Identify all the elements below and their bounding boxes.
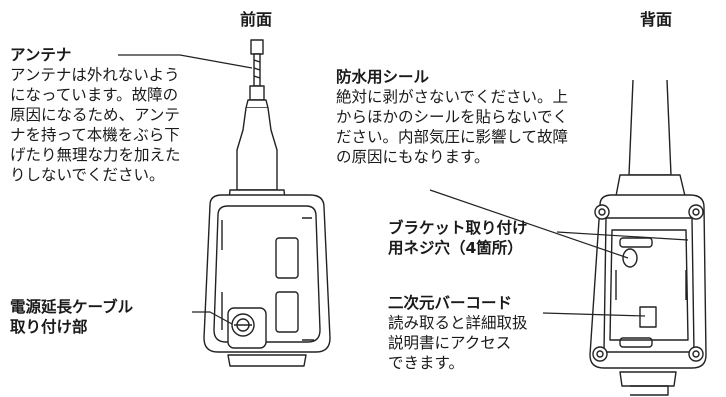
antenna-desc-line: アンテナは外れないよう xyxy=(10,66,180,84)
seal-desc-line: ださい。内部気圧に影響して故障 xyxy=(336,128,569,146)
back-antenna xyxy=(616,80,685,196)
seal-title: 防水用シール xyxy=(336,68,430,86)
antenna-desc-line: りしないでください。 xyxy=(10,166,165,184)
front-heading: 前面 xyxy=(240,10,273,29)
seal-desc-line: からほかのシールを貼らないでく xyxy=(336,108,569,126)
leader-lines xyxy=(118,55,688,324)
seal-desc-line: の原因にもなります。 xyxy=(336,148,490,166)
cable-label-line: 電源延長ケーブル xyxy=(10,298,134,316)
antenna-leader xyxy=(118,55,252,68)
front-device xyxy=(204,40,330,366)
cable-label-line: 取り付け部 xyxy=(10,318,88,336)
cable-label: 電源延長ケーブル 取り付け部 xyxy=(10,297,133,337)
barcode-title: 二次元バーコード xyxy=(388,294,513,312)
antenna-desc-line: になっています。故障の xyxy=(10,86,179,104)
antenna-desc-line: ナを持って本機をぶら下 xyxy=(10,126,180,144)
antenna-desc-line: げたり無理な力を加えた xyxy=(10,146,181,164)
back-device xyxy=(590,80,706,395)
bracket-label-line: 用ネジ穴（4箇所） xyxy=(388,239,523,257)
cable-leader xyxy=(192,312,232,324)
bracket-label: ブラケット取り付け 用ネジ穴（4箇所） xyxy=(388,218,528,258)
screw-holes xyxy=(593,205,703,361)
antenna-title: アンテナ xyxy=(10,46,72,64)
barcode-desc-line: できます。 xyxy=(388,354,464,372)
cable-connector xyxy=(228,308,266,348)
back-body xyxy=(590,195,706,395)
barcode-description: 読み取ると詳細取扱 説明書にアクセス できます。 xyxy=(388,313,528,373)
barcode-desc-line: 説明書にアクセス xyxy=(388,334,512,352)
front-body xyxy=(204,195,330,366)
antenna-description: アンテナは外れないよう になっています。故障の 原因になるため、アンテ ナを持っ… xyxy=(10,65,181,185)
barcode-desc-line: 読み取ると詳細取扱 xyxy=(388,314,528,332)
seal-description: 絶対に剥がさないでください。上 からほかのシールを貼らないでく ださい。内部気圧… xyxy=(336,87,568,167)
back-heading: 背面 xyxy=(640,10,673,29)
bracket-leader xyxy=(557,232,688,240)
seal-leader xyxy=(430,190,628,258)
antenna-desc-line: 原因になるため、アンテ xyxy=(10,106,180,124)
barcode-leader xyxy=(543,313,645,316)
bracket-label-line: ブラケット取り付け xyxy=(388,219,528,237)
seal-desc-line: 絶対に剥がさないでください。上 xyxy=(336,88,569,106)
